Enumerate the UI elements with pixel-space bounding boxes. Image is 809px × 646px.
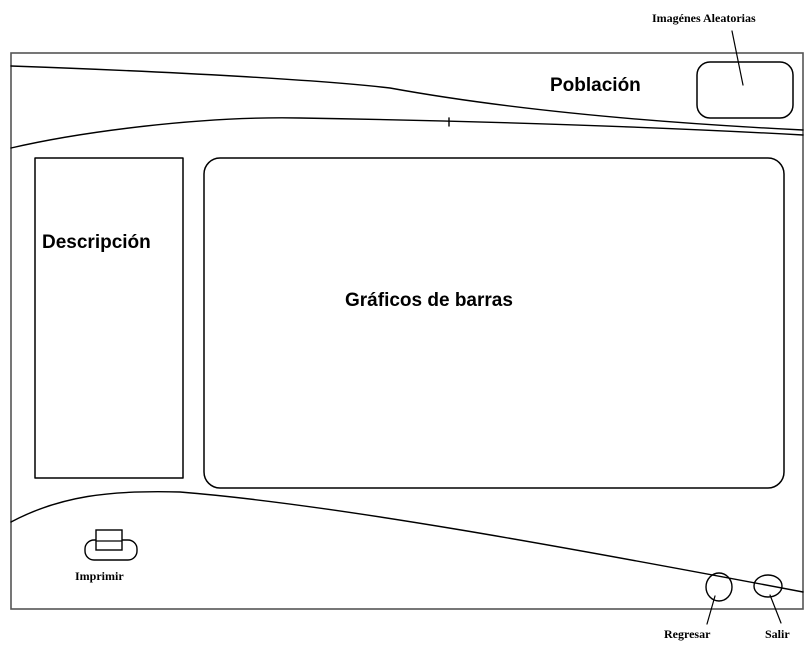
print-button[interactable]	[84, 529, 138, 561]
exit-label: Salir	[765, 627, 790, 641]
page-title: Población	[550, 75, 641, 96]
back-button[interactable]	[705, 572, 733, 602]
back-label: Regresar	[664, 627, 711, 641]
random-images-label: Imagénes Aleatorias	[652, 11, 756, 25]
header-top-curve	[10, 65, 804, 131]
print-label: Imprimir	[75, 569, 124, 583]
back-pointer	[706, 595, 716, 625]
bar-chart-area	[203, 157, 785, 489]
printer-paper-icon	[95, 529, 123, 551]
exit-button[interactable]	[753, 574, 783, 598]
random-images-pointer	[731, 30, 744, 86]
description-panel	[34, 157, 184, 479]
description-label: Descripción	[42, 232, 151, 253]
footer-curve	[10, 490, 804, 593]
exit-pointer	[769, 594, 782, 624]
window-frame	[10, 52, 804, 610]
bar-chart-label: Gráficos de barras	[345, 290, 513, 311]
random-images-placeholder[interactable]	[696, 61, 794, 119]
header-bottom-curve	[10, 117, 804, 149]
